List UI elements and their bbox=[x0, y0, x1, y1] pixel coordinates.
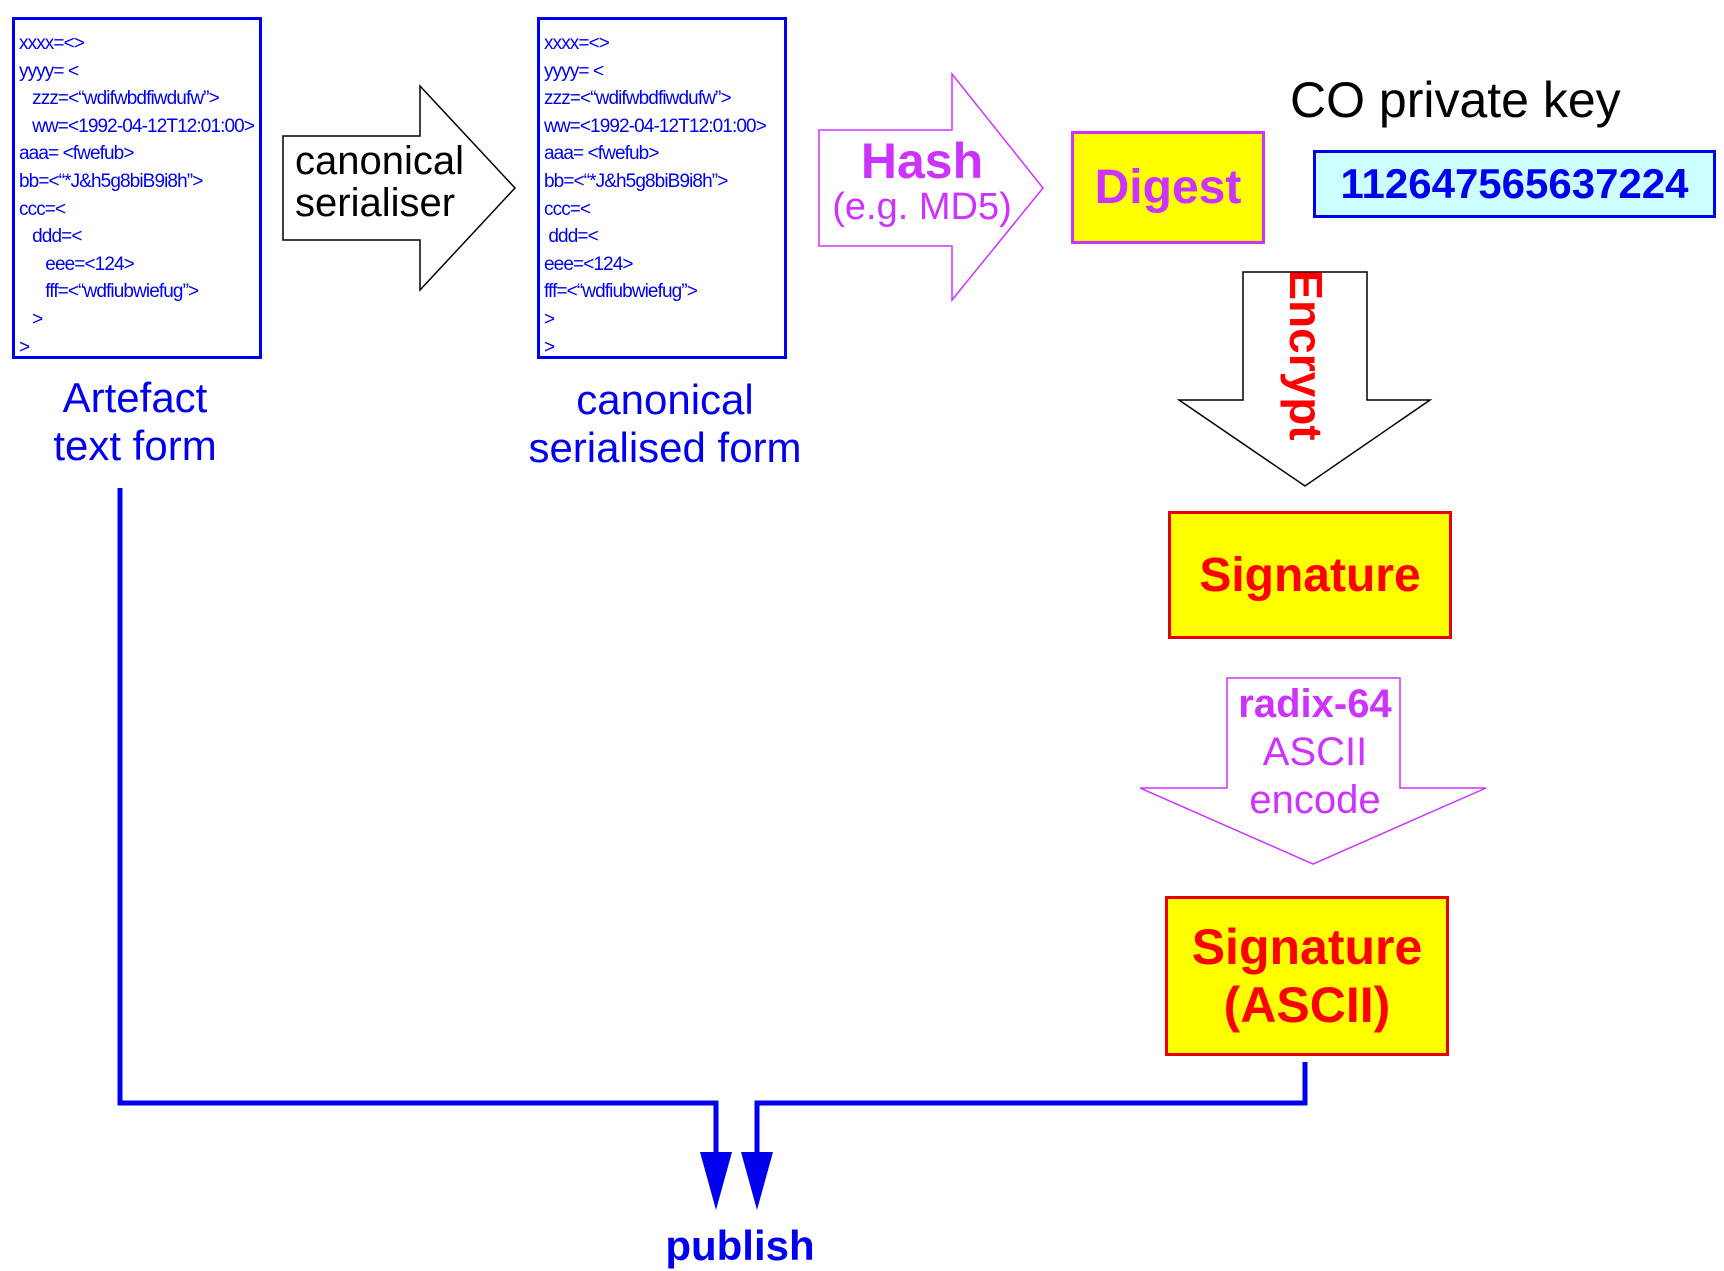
private-key-box: 112647565637224 bbox=[1313, 150, 1716, 218]
serialiser-arrow bbox=[282, 84, 517, 292]
canonical-caption-line2: serialised form bbox=[528, 424, 802, 471]
artefact-caption-line2: text form bbox=[53, 422, 217, 469]
digest-label: Digest bbox=[1094, 161, 1242, 214]
signature-ascii-line1: Signature bbox=[1191, 919, 1423, 975]
artefact-publish-arrowhead bbox=[700, 1152, 732, 1210]
encode-arrow bbox=[1139, 677, 1487, 865]
canonical-line: bb=<“*J&h5g8biB9i8h”> bbox=[544, 170, 728, 192]
canonical-text-box: xxxx=<> yyyy= < zzz=<“wdifwbdfiwdufw”> w… bbox=[537, 17, 787, 359]
canonical-line: eee=<124> bbox=[544, 253, 633, 275]
private-key-value: 112647565637224 bbox=[1340, 160, 1689, 207]
private-key-title: CO private key bbox=[1290, 72, 1621, 128]
canonical-caption: canonical serialised form bbox=[505, 376, 825, 472]
canonical-line: aaa= <fwefub> bbox=[544, 143, 659, 165]
signature-ascii-box: Signature (ASCII) bbox=[1165, 896, 1449, 1056]
hash-title: Hash bbox=[860, 133, 984, 189]
encode-label: radix-64 ASCII encode bbox=[1205, 680, 1425, 824]
hash-arrow bbox=[818, 71, 1044, 303]
canonical-caption-line1: canonical bbox=[576, 376, 754, 423]
serialiser-label: canonical serialiser bbox=[285, 140, 485, 224]
encode-line2: ASCII bbox=[1262, 730, 1368, 774]
hash-label: Hash (e.g. MD5) bbox=[822, 135, 1022, 227]
encode-line3: encode bbox=[1249, 778, 1381, 822]
signature-ascii-line2: (ASCII) bbox=[1223, 977, 1391, 1033]
canonical-line: > bbox=[544, 308, 555, 330]
artefact-line: > bbox=[19, 308, 43, 330]
digest-box: Digest bbox=[1071, 131, 1265, 244]
artefact-to-publish-line bbox=[117, 488, 719, 1160]
artefact-caption-line1: Artefact bbox=[62, 374, 208, 421]
artefact-line: yyyy= < bbox=[19, 60, 79, 82]
canonical-line: xxxx=<> bbox=[544, 33, 610, 54]
artefact-line: > bbox=[19, 336, 30, 358]
canonical-line: ww=<1992-04-12T12:01:00> bbox=[544, 115, 767, 137]
artefact-caption: Artefact text form bbox=[0, 374, 270, 470]
signature-box: Signature bbox=[1168, 511, 1452, 639]
canonical-line: yyyy= < bbox=[544, 60, 604, 82]
artefact-line: bb=<“*J&h5g8biB9i8h”> bbox=[19, 170, 203, 192]
encode-line1: radix-64 bbox=[1238, 682, 1392, 726]
artefact-line: ddd=< bbox=[19, 226, 82, 248]
artefact-line: xxxx=<> bbox=[19, 33, 85, 54]
canonical-line: fff=<“wdfiubwiefug”> bbox=[544, 281, 698, 303]
signature-label: Signature bbox=[1199, 548, 1421, 602]
encrypt-label: Encrypt bbox=[1280, 269, 1332, 441]
artefact-text-box: xxxx=<> yyyy= < zzz=<“wdifwbdfiwdufw”> w… bbox=[12, 17, 262, 359]
canonical-line: zzz=<“wdifwbdfiwdufw”> bbox=[544, 88, 732, 110]
signature-publish-arrowhead bbox=[741, 1152, 773, 1210]
publish-label: publish bbox=[665, 1222, 815, 1269]
signature-to-publish-line bbox=[754, 1062, 1308, 1160]
canonical-line: ccc=< bbox=[544, 198, 591, 220]
artefact-line: aaa= <fwefub> bbox=[19, 143, 134, 165]
canonical-line: > bbox=[544, 336, 555, 358]
artefact-line: ww=<1992-04-12T12:01:00> bbox=[19, 115, 255, 137]
artefact-line: eee=<124> bbox=[19, 253, 135, 275]
hash-subtitle: (e.g. MD5) bbox=[832, 186, 1012, 228]
serialiser-label-line1: canonical bbox=[295, 139, 465, 183]
serialiser-label-line2: serialiser bbox=[295, 181, 456, 225]
artefact-line: zzz=<“wdifwbdfiwdufw”> bbox=[19, 88, 220, 110]
artefact-line: fff=<“wdfiubwiefug”> bbox=[19, 281, 199, 303]
encrypt-arrow bbox=[1176, 271, 1433, 487]
artefact-line: ccc=< bbox=[19, 198, 66, 220]
canonical-line: ddd=< bbox=[544, 226, 598, 248]
